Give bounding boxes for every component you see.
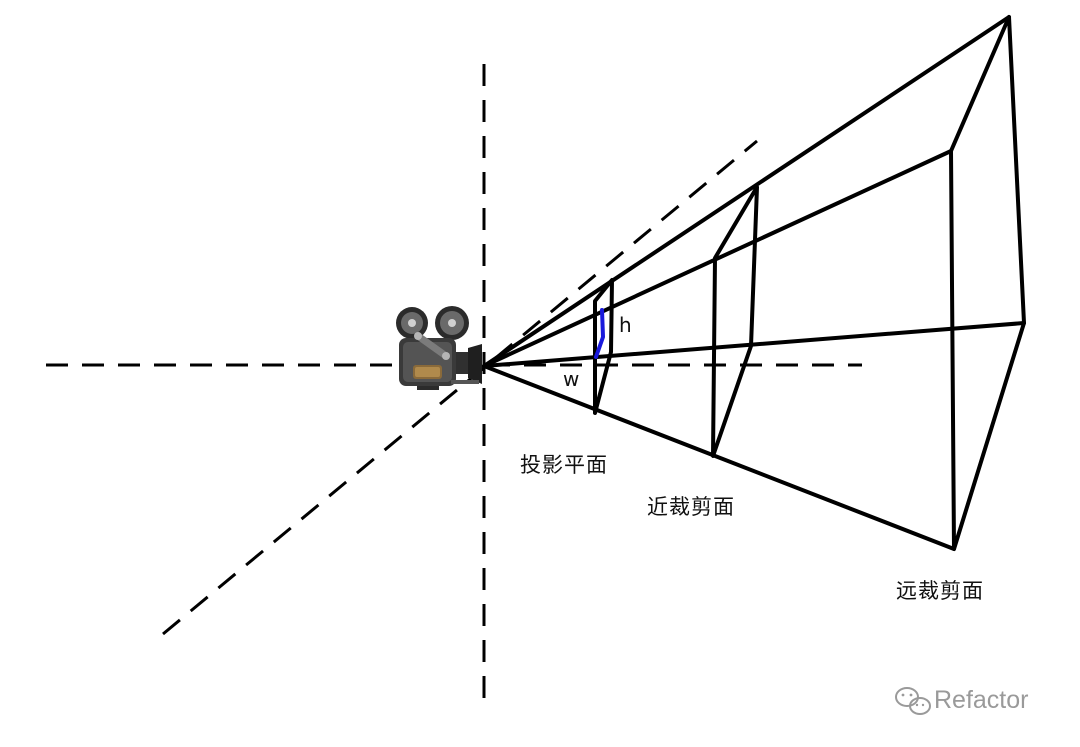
depth-axis [162, 139, 758, 636]
movie-camera-icon [396, 306, 482, 390]
watermark: Refactor [896, 686, 1028, 715]
watermark-text: Refactor [934, 686, 1029, 714]
dashed-axes [46, 64, 862, 712]
frustum-lines [482, 15, 1026, 551]
height-width-marker [594, 308, 605, 359]
projection-plane [593, 278, 614, 415]
projection-plane-label: 投影平面 [520, 453, 608, 477]
width-label: w [563, 367, 580, 391]
height-label: h [619, 313, 632, 337]
edge-top [482, 15, 1011, 368]
far-clip-plane-label: 远裁剪面 [896, 579, 984, 603]
edge-bottom [482, 364, 956, 551]
far-clip-plane [949, 15, 1026, 551]
edge-upper [482, 149, 953, 368]
wechat-icon [895, 687, 931, 715]
near-clip-plane [711, 185, 759, 458]
near-clip-plane-label: 近裁剪面 [647, 495, 735, 519]
edge-right [482, 321, 1026, 368]
